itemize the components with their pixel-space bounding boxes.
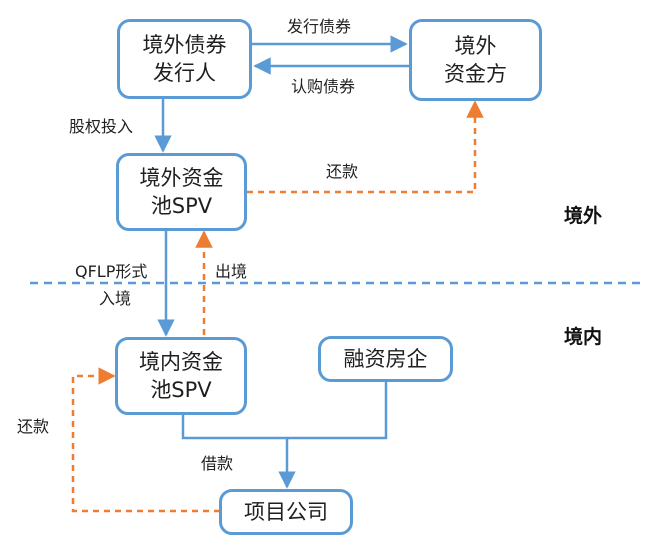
offshore-investor-label: 境外 资金方 [444, 34, 507, 86]
repay-investor-arrow [247, 100, 484, 194]
loan-label: 借款 [201, 454, 234, 473]
onshore-region-label: 境内 [564, 326, 603, 348]
repay-investor-label: 还款 [326, 162, 359, 181]
offshore-bond-issuer-box: 境外债券 发行人 [117, 19, 252, 99]
onshore-pool-spv-box: 境内资金 池SPV [115, 337, 247, 415]
qflp-entry-label-line1: QFLP形式 [75, 262, 148, 281]
repay-onshore-label: 还款 [17, 417, 50, 436]
equity-investment-label: 股权投入 [69, 117, 134, 136]
offshore-region-label: 境外 [564, 205, 603, 227]
offshore-investor-box: 境外 资金方 [409, 19, 542, 101]
financing-developer-label: 融资房企 [343, 347, 428, 371]
subscribe-bonds-label: 认购债券 [291, 77, 356, 96]
financing-developer-box: 融资房企 [318, 336, 453, 382]
repay-onshore-arrow [71, 367, 220, 513]
project-company-label: 项目公司 [244, 500, 328, 524]
offshore-pool-spv-box: 境外资金 池SPV [116, 153, 247, 231]
qflp-entry-label-line2: 入境 [99, 289, 132, 308]
issue-bonds-label: 发行债券 [287, 17, 352, 36]
exit-label: 出境 [215, 262, 248, 281]
project-company-box: 项目公司 [219, 489, 353, 535]
offshore-pool-spv-label: 境外资金 池SPV [139, 166, 224, 218]
offshore-bond-issuer-label: 境外债券 发行人 [142, 33, 227, 85]
onshore-pool-spv-label: 境内资金 池SPV [139, 350, 223, 402]
loan-connector-line [181, 381, 388, 440]
